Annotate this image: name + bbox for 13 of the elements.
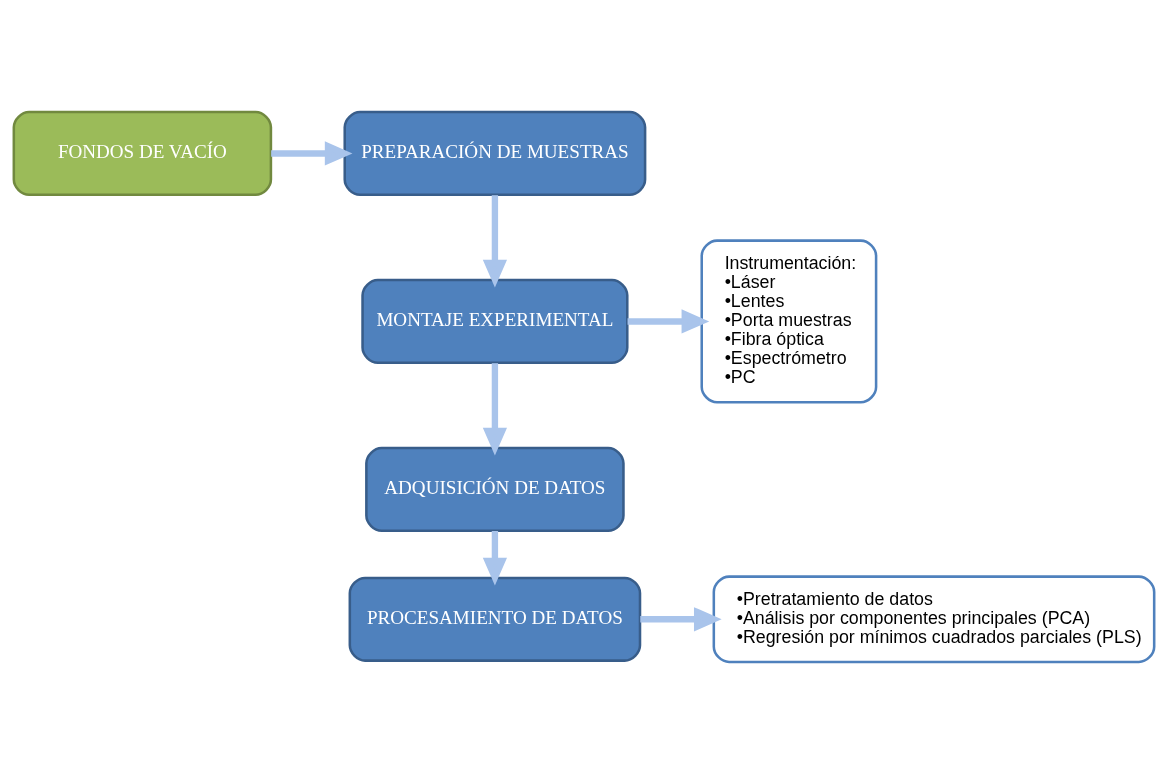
node-box: •Pretratamiento de datos •Análisis por componentes principales (PCA) •Regresión por mínimos cuadrados parciales (PLS) bbox=[712, 575, 1156, 664]
arrow bbox=[482, 363, 507, 456]
arrow bbox=[627, 309, 710, 334]
arrow bbox=[482, 195, 507, 288]
node-box: Instrumentación: •Láser •Lentes •Porta muestras •Fibra óptica •Espectrómetro •PC bbox=[700, 239, 878, 404]
arrow bbox=[482, 531, 507, 586]
node-box: ADQUISICIÓN DE DATOS bbox=[365, 446, 625, 533]
node-box: PREPARACIÓN DE MUESTRAS bbox=[343, 110, 647, 197]
node-box: PROCESAMIENTO DE DATOS bbox=[348, 576, 642, 662]
node-box: MONTAJE EXPERIMENTAL bbox=[361, 278, 629, 365]
arrow bbox=[640, 607, 722, 632]
arrow bbox=[271, 141, 353, 166]
node-box: FONDOS DE VACÍO bbox=[12, 110, 273, 197]
